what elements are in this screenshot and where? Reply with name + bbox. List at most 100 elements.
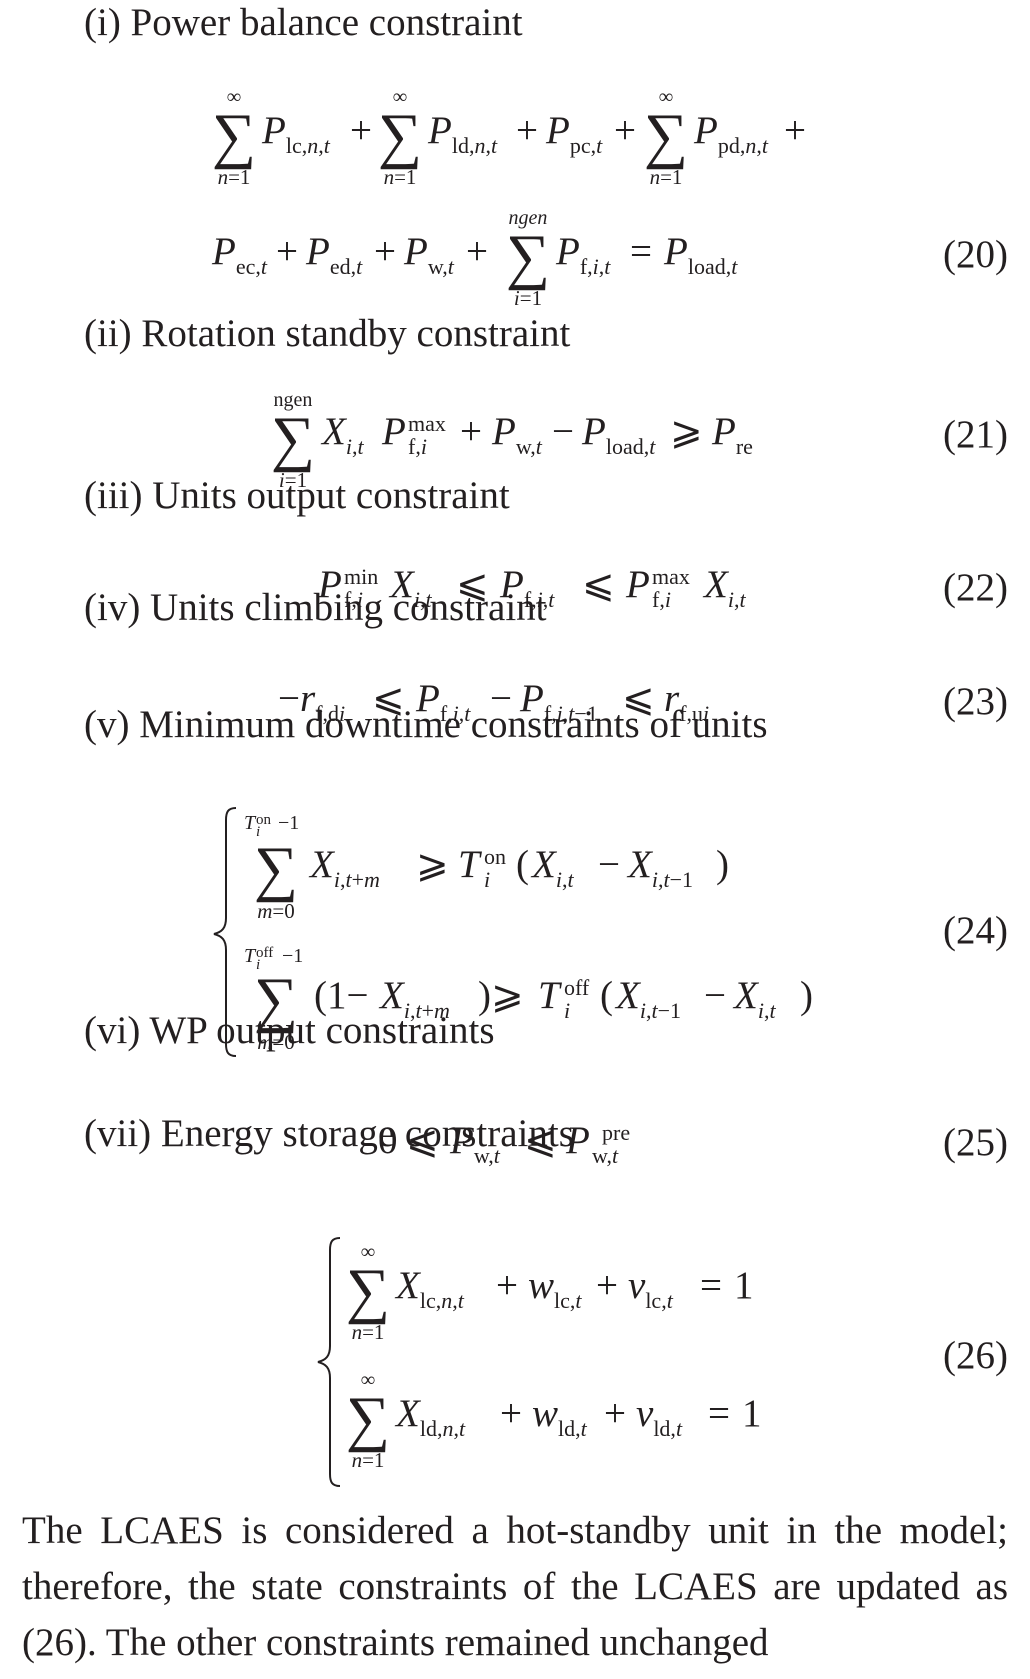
svg-text:i: i	[256, 824, 260, 840]
equation-21: ngen ∑ i=1 Xi,t P max f,i + Pw,t − Pload…	[271, 389, 753, 492]
equation-24: T on i −1 ∑ m=0 Xi,t+m ⩾ T on i ( Xi,t −…	[213, 807, 813, 1057]
heading-units-output: (iii) Units output constraint	[84, 474, 510, 517]
svg-text:P: P	[565, 1119, 590, 1162]
svg-text:=: =	[708, 1392, 730, 1435]
svg-text:Xlc,n,t: Xlc,n,t	[394, 1264, 465, 1313]
svg-text:Pload,t: Pload,t	[581, 410, 656, 459]
svg-text:vlc,t: vlc,t	[628, 1264, 674, 1313]
heading-wp-output: (vi) WP output constraints	[84, 1009, 495, 1052]
svg-text:+: +	[784, 109, 806, 152]
svg-text:m=0: m=0	[257, 1030, 295, 1054]
svg-text:+: +	[596, 1264, 618, 1307]
equation-number-25: (25)	[943, 1121, 1008, 1164]
svg-text:+: +	[276, 230, 298, 273]
svg-text:∑: ∑	[506, 223, 550, 291]
equation-number-20: (20)	[943, 233, 1008, 276]
heading-power-balance: (i) Power balance constraint	[84, 1, 523, 44]
svg-text:∞: ∞	[659, 86, 673, 108]
paragraph-line-3: updated as (26). The other constraints r…	[22, 1565, 1009, 1664]
svg-text:0: 0	[378, 1119, 398, 1162]
svg-text:Xi,t: Xi,t	[320, 410, 364, 459]
svg-text:−1: −1	[278, 812, 299, 834]
svg-text:∑: ∑	[254, 966, 298, 1034]
svg-text:(: (	[516, 843, 529, 886]
svg-text:Pf,i,t−1: Pf,i,t−1	[519, 677, 598, 726]
svg-text:): )	[716, 843, 729, 886]
svg-text:P: P	[317, 563, 342, 606]
svg-text:Xi,t: Xi,t	[388, 563, 432, 612]
equation-number-22: (22)	[943, 566, 1008, 609]
svg-text:on: on	[256, 812, 272, 828]
svg-text:Pw,t: Pw,t	[491, 410, 543, 459]
svg-text:∑: ∑	[212, 102, 256, 170]
svg-text:rf,ui: rf,ui	[664, 677, 709, 726]
summation-pd: ∞ ∑ n=1	[644, 86, 688, 189]
svg-text:−: −	[704, 974, 726, 1017]
svg-text:+: +	[500, 1392, 522, 1435]
svg-text:∞: ∞	[393, 86, 407, 108]
svg-text:∞: ∞	[361, 1369, 375, 1391]
svg-text:Xi,t+m: Xi,t+m	[308, 843, 380, 892]
svg-text:f,i: f,i	[652, 587, 671, 612]
svg-text:n=1: n=1	[650, 165, 683, 189]
svg-text:pre: pre	[602, 1120, 630, 1145]
equation-23: −rf,di ⩽ Pf,i,t − Pf,i,t−1 ⩽ rf,ui	[278, 677, 709, 726]
svg-text:−: −	[552, 410, 574, 453]
svg-text:wlc,t: wlc,t	[528, 1264, 582, 1313]
svg-text:+: +	[614, 109, 636, 152]
svg-text:(: (	[600, 974, 613, 1017]
svg-text:+: +	[496, 1264, 518, 1307]
svg-text:−rf,di: −rf,di	[278, 677, 345, 726]
equation-20-line-1: ∞ ∑ n=1 Plc,n,t + ∞ ∑ n=1 Pld,n,t + Ppc,…	[212, 86, 806, 189]
svg-text:ngen: ngen	[509, 207, 548, 229]
svg-text:∑: ∑	[254, 835, 298, 903]
svg-text:): )	[800, 974, 813, 1017]
svg-text:+: +	[350, 109, 372, 152]
svg-text:−1: −1	[282, 945, 303, 967]
svg-text:i: i	[256, 957, 260, 973]
svg-text:Xi,t: Xi,t	[530, 843, 574, 892]
svg-text:=: =	[630, 230, 652, 273]
svg-text:+: +	[460, 410, 482, 453]
svg-text:min: min	[344, 564, 378, 589]
svg-text:P: P	[381, 410, 406, 453]
svg-text:(1−: (1−	[314, 974, 368, 1017]
svg-text:Pload,t: Pload,t	[663, 230, 738, 279]
svg-text:Ppd,n,t: Ppd,n,t	[693, 109, 769, 158]
equation-number-23: (23)	[943, 680, 1008, 723]
svg-text:∑: ∑	[346, 1257, 390, 1325]
summation-lc: ∞ ∑ n=1	[212, 86, 256, 189]
svg-text:∞: ∞	[227, 86, 241, 108]
svg-text:∞: ∞	[361, 1241, 375, 1263]
svg-text:Ppc,t: Ppc,t	[545, 109, 603, 158]
body-paragraph: The LCAES is considered a hot-standby un…	[22, 1503, 1008, 1671]
svg-text:Xi,t+m: Xi,t+m	[378, 974, 450, 1023]
svg-text:⩽: ⩽	[622, 677, 655, 720]
svg-text:off: off	[564, 975, 590, 1000]
svg-text:Pw,t: Pw,t	[449, 1119, 501, 1168]
svg-text:off: off	[256, 945, 273, 961]
svg-text:⩽: ⩽	[524, 1119, 557, 1162]
equation-number-26: (26)	[943, 1334, 1008, 1377]
svg-text:n=1: n=1	[384, 165, 417, 189]
svg-text:Xi,t: Xi,t	[732, 974, 776, 1023]
svg-text:T: T	[244, 812, 257, 834]
svg-text:T: T	[458, 843, 482, 886]
svg-text:∑: ∑	[346, 1385, 390, 1453]
svg-text:wld,t: wld,t	[532, 1392, 588, 1441]
equation-22: P min f,i Xi,t ⩽ Pf,i,t ⩽ P max f,i Xi,t	[317, 563, 746, 612]
svg-text:Xi,t: Xi,t	[702, 563, 746, 612]
brace-26	[317, 1237, 341, 1487]
svg-text:i: i	[564, 998, 570, 1023]
heading-energy-storage: (vii) Energy storage constraints	[84, 1112, 574, 1155]
svg-text:max: max	[652, 564, 690, 589]
svg-text:m=0: m=0	[257, 899, 295, 923]
svg-text:i: i	[484, 867, 490, 892]
svg-text:⩾: ⩾	[670, 410, 703, 453]
svg-text:w,t: w,t	[592, 1143, 619, 1168]
svg-text:∑: ∑	[378, 102, 422, 170]
svg-text:n=1: n=1	[352, 1320, 385, 1344]
svg-text:T: T	[538, 974, 562, 1017]
heading-minimum-downtime: (v) Minimum downtime constraints of unit…	[84, 703, 768, 746]
